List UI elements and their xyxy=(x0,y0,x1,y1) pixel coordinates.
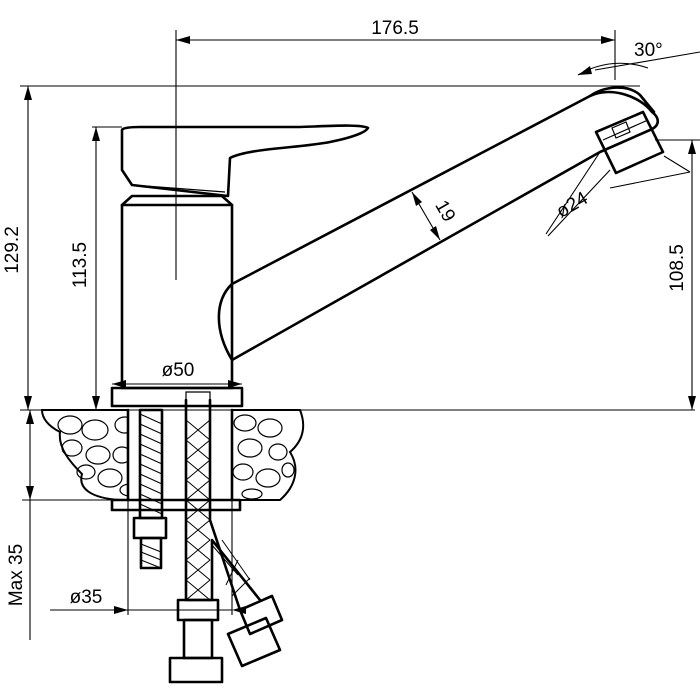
dimension-spout-thickness: 19 xyxy=(411,191,459,241)
dimension-spout-reach: 176.5 xyxy=(175,18,616,280)
spout-reach-label: 176.5 xyxy=(371,18,419,39)
body-height-label: 113.5 xyxy=(70,242,91,288)
dimension-body-height: 113.5 xyxy=(70,126,122,410)
aerator-diameter-label: ø24 xyxy=(553,188,592,223)
dimension-aerator-diameter: ø24 xyxy=(545,151,691,237)
spout-thickness-label: 19 xyxy=(430,197,459,226)
faucet-body xyxy=(110,194,244,512)
dimension-max-countertop-thickness: Max 35 xyxy=(6,410,128,640)
dimension-total-height: 129.2 xyxy=(2,85,640,410)
threaded-stud xyxy=(132,408,168,570)
body-diameter-label: ø50 xyxy=(162,360,195,381)
dimension-spout-angle: 30° xyxy=(577,40,700,76)
mount-hole-diameter-label: ø35 xyxy=(70,587,103,608)
spout-height-label: 108.5 xyxy=(667,244,688,292)
countertop-section xyxy=(40,408,305,502)
dimension-mount-hole-diameter: ø35 xyxy=(50,500,246,615)
max-countertop-thickness-label: Max 35 xyxy=(6,544,27,606)
lever-handle xyxy=(120,124,370,198)
dimension-spout-height: 108.5 xyxy=(655,139,700,410)
spout xyxy=(217,86,665,362)
dimension-body-diameter: ø50 xyxy=(112,360,242,388)
total-height-label: 129.2 xyxy=(2,226,23,274)
spout-angle-label: 30° xyxy=(634,40,663,61)
